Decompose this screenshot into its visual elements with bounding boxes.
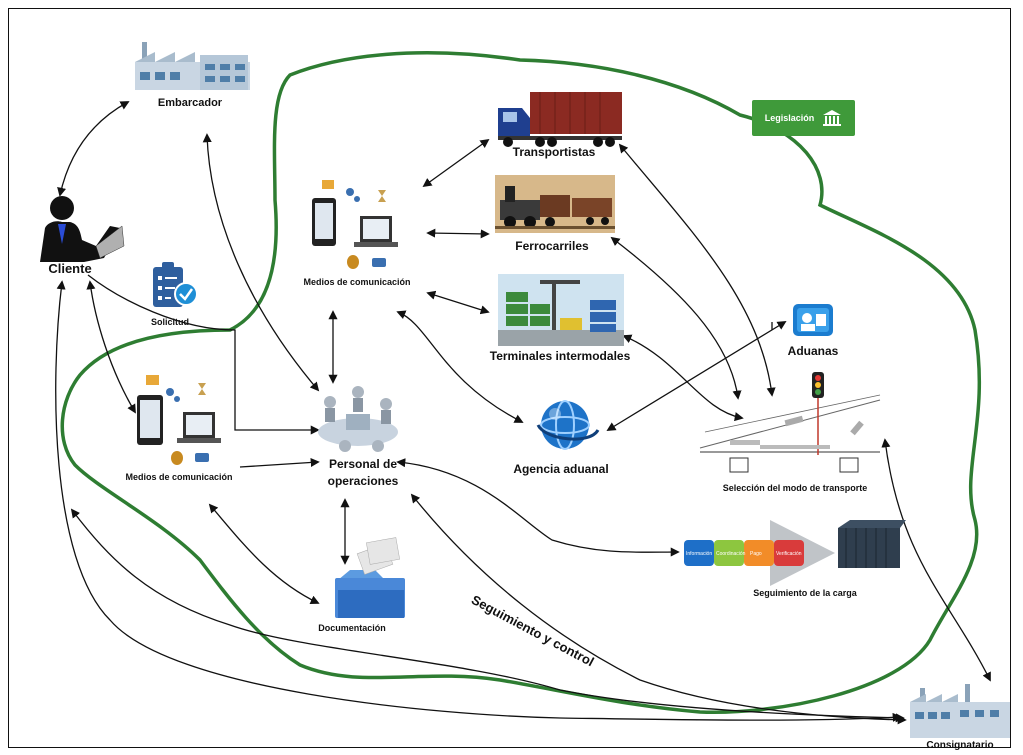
seguimiento-carga-label: Seguimiento de la carga xyxy=(753,588,857,598)
communication-devices-icon xyxy=(137,375,221,465)
factory-icon xyxy=(910,684,1010,738)
clipboard-check-icon xyxy=(153,262,198,307)
medios-left-label: Medios de comunicación xyxy=(125,472,233,482)
legislation-label: Legislación xyxy=(764,113,815,123)
folder-icon xyxy=(335,537,405,618)
solicitud-label: Solicitud xyxy=(151,317,189,327)
step-label: Pago xyxy=(750,551,762,557)
aduanas-label: Aduanas xyxy=(787,344,839,358)
legislation-badge: Legislación xyxy=(752,100,855,136)
arrow-cliente-embarcador xyxy=(57,101,130,197)
transportistas-label: Transportistas xyxy=(512,145,596,159)
personal-label-line1: Personal de xyxy=(328,457,398,471)
documentacion-label: Documentación xyxy=(318,623,386,633)
agencia-label: Agencia aduanal xyxy=(513,462,609,476)
consignatario-label: Consignatario xyxy=(926,740,994,751)
globe-icon xyxy=(536,400,600,450)
step-label: Verificación xyxy=(776,551,802,557)
operations-team-icon xyxy=(318,386,398,452)
step-label: Coordinación xyxy=(716,551,746,557)
step-label: Información xyxy=(686,551,712,557)
medios-top-label: Medios de comunicación xyxy=(303,277,411,287)
transport-mode-selection-diagram xyxy=(699,372,881,473)
arrow-cliente-personal xyxy=(87,274,320,435)
train-icon xyxy=(495,175,615,233)
terminales-label: Terminales intermodales xyxy=(489,349,631,363)
embarcador-label: Embarcador xyxy=(157,97,223,109)
arrow-medios-ferrocarriles xyxy=(426,228,490,239)
courthouse-icon xyxy=(823,110,842,126)
cargo-tracking-process-icon: Información Coordinación Pago Verificaci… xyxy=(684,520,906,586)
factory-icon xyxy=(135,42,250,90)
arrow-medioscom-personal xyxy=(239,457,320,468)
terminal-icon xyxy=(498,274,624,346)
personal-label-line2: operaciones xyxy=(327,474,399,488)
client-person-icon xyxy=(40,196,125,262)
diagram-frame xyxy=(8,8,1011,748)
customs-officer-icon xyxy=(793,304,833,336)
truck-icon xyxy=(498,92,622,147)
cliente-label: Cliente xyxy=(48,261,92,276)
ferrocarriles-label: Ferrocarriles xyxy=(515,239,589,253)
arrow-medios-transportistas xyxy=(422,138,490,188)
seleccion-label: Selección del modo de transporte xyxy=(722,483,868,493)
communication-devices-icon xyxy=(312,180,398,269)
arrow-personal-consignatario xyxy=(410,493,907,725)
